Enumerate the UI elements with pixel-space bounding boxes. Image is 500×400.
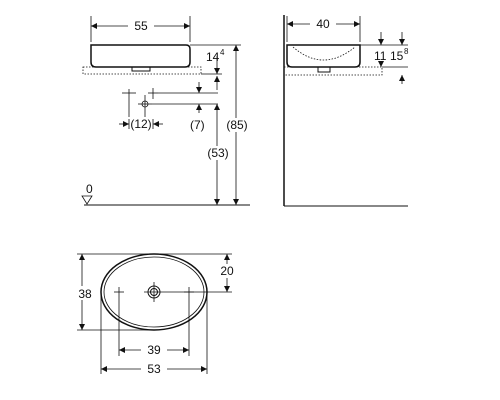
front-basin-outline — [90, 44, 191, 68]
dim-plan-depth: 38 — [78, 287, 92, 301]
dim-depth-14: 14 — [206, 50, 220, 64]
dim-depth-11: 11 — [374, 49, 387, 63]
dim-depth-15-sup: 8 — [404, 47, 409, 56]
dim-height-85: (85) — [226, 118, 247, 132]
tap-symbol-right — [148, 88, 158, 99]
dim-tap-spacing: (12) — [130, 117, 151, 131]
dim-tap-offset: (7) — [190, 118, 205, 132]
front-drain — [131, 67, 151, 72]
dim-plan-width: 53 — [147, 362, 161, 376]
side-view: 40 11 15 8 — [283, 15, 409, 207]
dim-plan-inner: 39 — [147, 343, 161, 357]
front-view: 55 14 4 (7) (12) (53) (85) 0 — [81, 16, 252, 206]
tap-symbol-center — [138, 95, 152, 117]
front-countertop — [82, 66, 202, 75]
dim-depth-14-sup: 4 — [220, 48, 225, 57]
dim-depth-15: 15 — [390, 49, 404, 63]
tap-symbol-left — [122, 89, 136, 117]
floor-zero-label: 0 — [86, 182, 93, 196]
side-countertop — [283, 66, 383, 76]
side-basin-inner — [292, 46, 356, 61]
dim-height-53: (53) — [207, 146, 228, 160]
side-basin-outline — [286, 44, 361, 68]
plan-view: 20 38 39 53 — [74, 253, 238, 376]
dim-top-width: 55 — [134, 19, 148, 33]
dim-side-width: 40 — [316, 17, 330, 31]
dim-plan-half: 20 — [220, 264, 234, 278]
